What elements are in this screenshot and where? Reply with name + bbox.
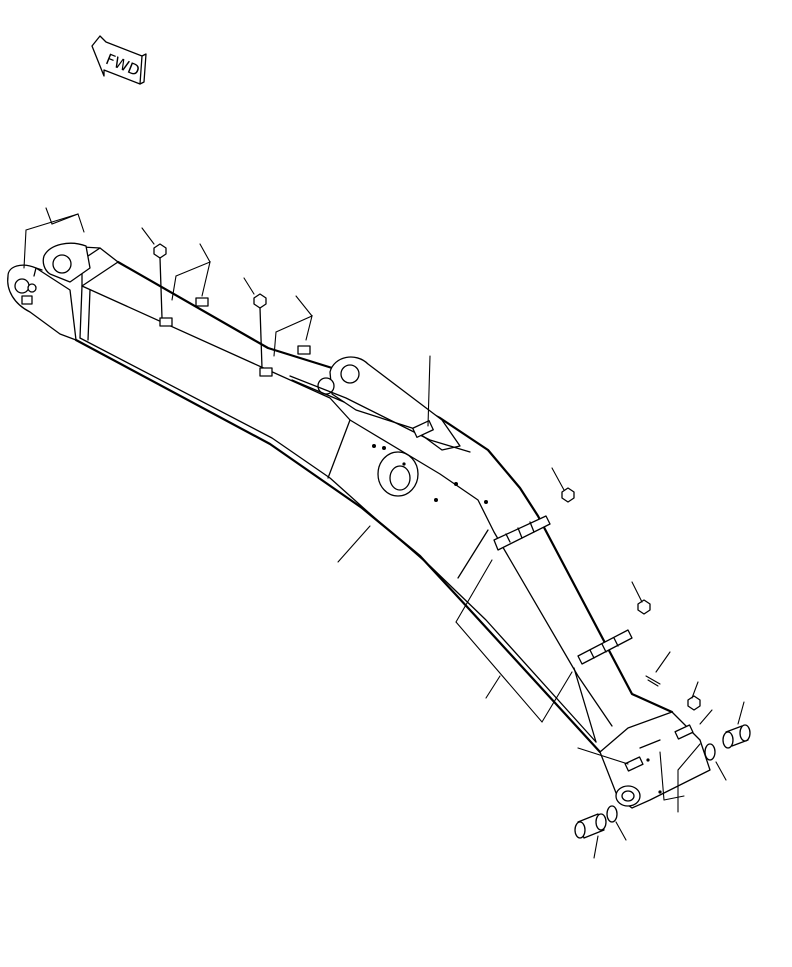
callout-leaders — [23, 207, 745, 859]
fwd-arrow-icon: FWD — [91, 35, 147, 85]
ring-upper — [704, 743, 716, 761]
boom-body — [7, 242, 674, 754]
bolt-front-1 — [561, 487, 575, 503]
clamp-band-lower — [577, 629, 633, 665]
boom-nose — [599, 711, 711, 809]
pin-lower — [574, 813, 607, 839]
clamp-band-upper — [493, 515, 551, 551]
arm-cylinder-bracket — [289, 356, 471, 453]
ring-lower — [606, 805, 618, 823]
bolt-rear-2 — [253, 293, 267, 369]
pipe-clamp-rear — [159, 297, 311, 377]
bolt-front-3 — [687, 695, 701, 711]
bolt-front-2 — [637, 599, 651, 615]
bolt-rear-1 — [153, 243, 167, 319]
cylinder-boss — [372, 444, 488, 504]
pin-upper — [722, 724, 751, 749]
